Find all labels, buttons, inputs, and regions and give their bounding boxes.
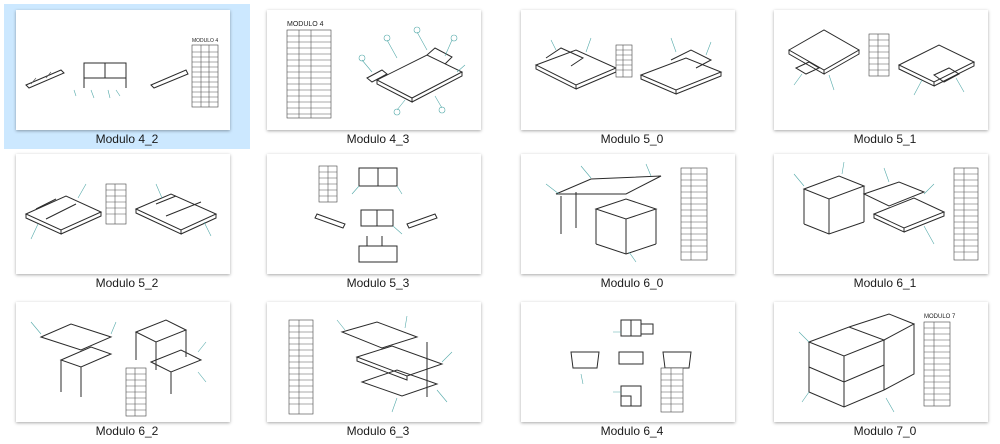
thumbnail-caption: Modulo 5_1 [853,132,917,146]
thumbnail-caption: Modulo 4_3 [346,132,410,146]
thumbnail-caption: Modulo 5_2 [95,276,159,290]
drawing-title: MODULO 7 [924,314,956,320]
thumbnail-image[interactable] [267,154,481,274]
drawing-preview [288,315,453,415]
thumbnail-caption: Modulo 6_0 [600,276,664,290]
thumbnail-item[interactable]: MODULO 7 Modulo 7_0 [762,296,1000,441]
thumbnail-item[interactable]: Modulo 6_2 [4,296,250,441]
drawing-preview [534,37,723,95]
thumbnail-caption: Modulo 5_0 [600,132,664,146]
thumbnail-image[interactable] [774,10,988,130]
thumbnail-item[interactable]: Modulo 6_1 [762,148,1000,293]
thumbnail-image[interactable] [267,302,481,422]
thumbnail-item[interactable]: MODULO 4 Modulo 4_3 [255,4,501,149]
thumbnail-item[interactable]: Modulo 5_1 [762,4,1000,149]
thumbnail-caption: Modulo 6_2 [95,424,159,438]
drawing-title: MODULO 4 [192,38,218,44]
drawing-preview [787,29,976,96]
thumbnail-image[interactable] [521,10,735,130]
thumbnail-item[interactable]: Modulo 5_2 [4,148,250,293]
drawing-preview [570,319,692,413]
thumbnail-image[interactable] [16,302,230,422]
thumbnail-caption: Modulo 6_3 [346,424,410,438]
thumbnail-caption: Modulo 7_0 [853,424,917,438]
drawing-preview: MODULO 7 [798,313,956,413]
thumbnail-image[interactable] [774,154,988,274]
drawing-preview: MODULO 4 [286,21,466,119]
drawing-preview [793,161,979,261]
thumbnail-caption: Modulo 6_4 [600,424,664,438]
drawing-title: MODULO 4 [287,21,324,28]
thumbnail-item[interactable]: Modulo 5_0 [509,4,755,149]
drawing-preview [545,163,708,263]
drawing-preview [24,183,218,240]
thumbnail-image[interactable]: MODULO 4 [16,10,230,130]
thumbnail-item[interactable]: Modulo 6_0 [509,148,755,293]
thumbnail-item[interactable]: Modulo 5_3 [255,148,501,293]
drawing-preview: MODULO 4 [25,38,218,108]
thumbnail-image[interactable] [521,302,735,422]
thumbnail-caption: Modulo 5_3 [346,276,410,290]
thumbnail-item[interactable]: MODULO 4 Modulo 4_2 [4,4,250,149]
drawing-preview [314,165,438,263]
thumbnail-item[interactable]: Modulo 6_4 [509,296,755,441]
drawing-preview [30,319,207,417]
thumbnail-caption: Modulo 4_2 [95,132,159,146]
thumbnail-caption: Modulo 6_1 [853,276,917,290]
thumbnail-image[interactable]: MODULO 4 [267,10,481,130]
thumbnail-item[interactable]: Modulo 6_3 [255,296,501,441]
thumbnail-image[interactable]: MODULO 7 [774,302,988,422]
thumbnail-image[interactable] [16,154,230,274]
thumbnail-image[interactable] [521,154,735,274]
